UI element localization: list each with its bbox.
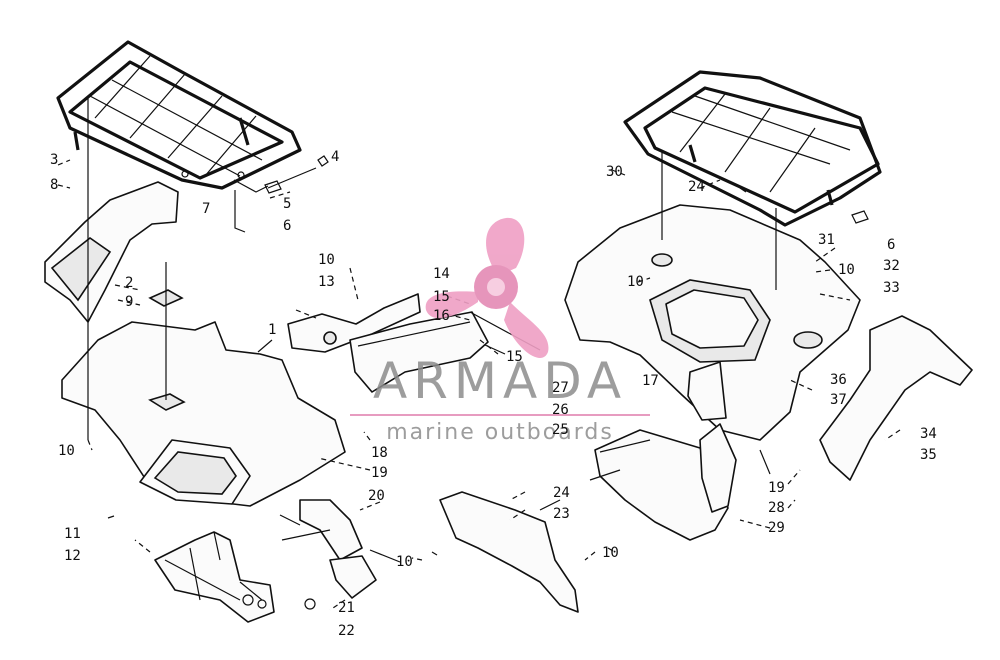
callout-32: 32 bbox=[883, 258, 900, 274]
callout-6-rear: 6 bbox=[887, 237, 896, 253]
callout-15-lower: 15 bbox=[506, 349, 523, 365]
callout-28: 28 bbox=[768, 500, 785, 516]
rear-center-panel bbox=[687, 361, 727, 421]
callout-26: 26 bbox=[552, 402, 569, 418]
callout-27: 27 bbox=[552, 380, 569, 396]
callout-30: 30 bbox=[606, 164, 623, 180]
callout-7: 7 bbox=[202, 201, 211, 217]
left-rear-cap bbox=[651, 253, 673, 267]
callout-8: 8 bbox=[50, 177, 59, 193]
callout-17: 17 bbox=[642, 373, 659, 389]
watermark-logo-icon bbox=[425, 217, 549, 358]
callout-4: 4 bbox=[331, 149, 340, 165]
callout-1: 1 bbox=[268, 322, 277, 338]
rear-rack bbox=[623, 70, 882, 227]
callout-14: 14 bbox=[433, 266, 450, 282]
watermark-brand: ARMADA bbox=[372, 352, 628, 410]
callout-20: 20 bbox=[368, 488, 385, 504]
callout-10-console: 10 bbox=[318, 252, 335, 268]
leader-lines bbox=[87, 98, 777, 511]
callout-35: 35 bbox=[920, 447, 937, 463]
callout-9: 9 bbox=[125, 294, 134, 310]
callout-10-front: 10 bbox=[58, 443, 75, 459]
callout-2: 2 bbox=[125, 275, 134, 291]
callout-5: 5 bbox=[283, 196, 292, 212]
watermark-tagline: marine outboards bbox=[386, 420, 614, 445]
callout-36: 36 bbox=[830, 372, 847, 388]
callout-29: 29 bbox=[768, 520, 785, 536]
rear-mud-guard bbox=[594, 429, 729, 541]
fasteners bbox=[107, 155, 869, 556]
callout-31: 31 bbox=[818, 232, 835, 248]
callout-3: 3 bbox=[50, 152, 59, 168]
front-rack bbox=[56, 40, 302, 233]
console-panel-left bbox=[287, 293, 421, 353]
callout-25: 25 bbox=[552, 422, 569, 438]
callout-13: 13 bbox=[318, 274, 335, 290]
callout-34: 34 bbox=[920, 426, 937, 442]
callout-23: 23 bbox=[553, 506, 570, 522]
front-panel-cover bbox=[148, 393, 186, 411]
fender-vent bbox=[50, 237, 112, 302]
callout-24-shield: 24 bbox=[553, 485, 570, 501]
callout-33: 33 bbox=[883, 280, 900, 296]
callout-37: 37 bbox=[830, 392, 847, 408]
callout-18: 18 bbox=[371, 445, 388, 461]
rear-fender-extension bbox=[819, 315, 973, 481]
rear-splash-panel bbox=[699, 423, 737, 513]
callout-22: 22 bbox=[338, 623, 355, 639]
storage-box-lid bbox=[665, 289, 759, 349]
mount-bracket-upper bbox=[299, 499, 363, 561]
callout-10-rack: 10 bbox=[838, 262, 855, 278]
callout-19-front: 19 bbox=[371, 465, 388, 481]
rear-cap bbox=[793, 331, 823, 349]
mount-bracket-lower bbox=[329, 555, 377, 599]
front-body-panel bbox=[61, 321, 346, 507]
callout-15-upper: 15 bbox=[433, 289, 450, 305]
console-tray bbox=[349, 311, 489, 393]
console-hole bbox=[323, 331, 337, 345]
callout-24-rear: 24 bbox=[688, 179, 705, 195]
callout-10-rear: 10 bbox=[627, 274, 644, 290]
dashed-leaders bbox=[57, 159, 901, 611]
callout-10-bracket: 10 bbox=[396, 554, 413, 570]
callout-11: 11 bbox=[64, 526, 81, 542]
headlight-lens bbox=[153, 451, 237, 495]
watermark-rule bbox=[350, 414, 650, 416]
callout-6: 6 bbox=[283, 218, 292, 234]
callout-12: 12 bbox=[64, 548, 81, 564]
callout-19-rear: 19 bbox=[768, 480, 785, 496]
frame-section bbox=[154, 531, 275, 623]
callout-21: 21 bbox=[338, 600, 355, 616]
callout-10-shield: 10 bbox=[602, 545, 619, 561]
center-shield bbox=[439, 491, 579, 613]
callout-16: 16 bbox=[433, 308, 450, 324]
